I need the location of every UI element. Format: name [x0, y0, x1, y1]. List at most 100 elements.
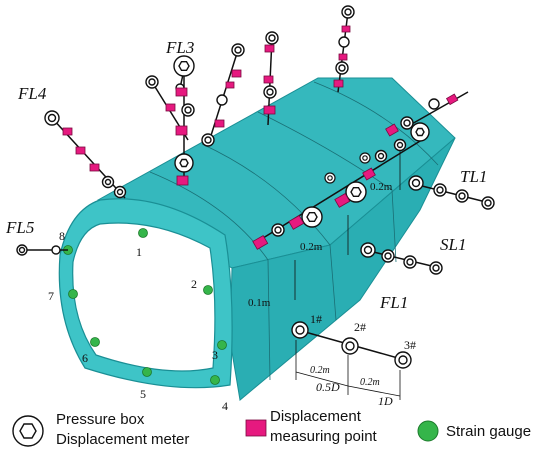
displacement-meter	[263, 85, 277, 99]
measuring-point	[341, 25, 351, 33]
displacement-meter	[393, 138, 407, 152]
measuring-point	[176, 175, 189, 186]
legend-displacement-point-2: measuring point	[270, 428, 378, 445]
measuring-point-legend-icon	[245, 419, 267, 437]
line-label-sl1: SL1	[440, 235, 466, 254]
displacement-meter	[216, 94, 228, 106]
dimension-label: 0.2m	[370, 181, 393, 193]
displacement-meter	[265, 31, 279, 45]
displacement-meter	[338, 36, 350, 48]
line-label-fl1: FL1	[379, 293, 408, 312]
displacement-meter	[231, 43, 245, 57]
measuring-point	[175, 125, 188, 136]
measuring-points	[62, 25, 459, 250]
displacement-meters	[16, 5, 495, 369]
dimension-lines	[294, 150, 401, 400]
tunnel-ring-line	[313, 81, 439, 166]
measuring-point	[225, 81, 235, 89]
measuring-point	[175, 87, 188, 97]
dimension-label: 0.1m	[248, 297, 271, 309]
displacement-meter	[271, 223, 285, 237]
strain-gauge	[217, 340, 227, 350]
displacement-meter	[113, 185, 127, 199]
measuring-point	[231, 69, 242, 78]
measuring-point	[362, 167, 376, 181]
measuring-point	[214, 119, 225, 128]
gauge-number: 7	[48, 289, 54, 303]
point-label: 1#	[310, 312, 322, 326]
displacement-meter	[16, 244, 28, 256]
displacement-meter	[360, 242, 376, 258]
displacement-meter	[51, 245, 61, 255]
legend-strain-gauge: Strain gauge	[446, 423, 531, 440]
pressure-boxes	[173, 55, 430, 228]
line-label-fl4: FL4	[17, 84, 47, 103]
displacement-meter	[403, 255, 417, 269]
line-label-tl1: TL1	[460, 167, 487, 186]
displacement-meter	[400, 116, 414, 130]
tunnel-ring-line	[149, 171, 271, 381]
dimension-label: 0.5D	[316, 380, 340, 394]
legend: Pressure box Displacement meter Displace…	[12, 408, 531, 448]
displacement-meter	[341, 337, 359, 355]
measuring-point	[264, 44, 275, 53]
gauge-number: 8	[59, 229, 65, 243]
legend-displacement-meter: Displacement meter	[56, 431, 189, 448]
displacement-meter	[341, 5, 355, 19]
diag-row-dots	[324, 152, 371, 184]
tunnel-ring-line	[201, 143, 337, 321]
measuring-point	[263, 105, 276, 115]
measuring-point	[288, 214, 305, 230]
measuring-point	[445, 93, 459, 106]
dimension-label: 0.2m	[310, 365, 330, 376]
displacement-meter	[181, 103, 195, 117]
displacement-meter	[145, 75, 159, 89]
displacement-meter	[381, 249, 395, 263]
displacement-meter	[408, 175, 424, 191]
measuring-point	[338, 53, 348, 61]
strain-gauge-legend-icon	[417, 420, 439, 442]
displacement-meter	[481, 196, 495, 210]
displacement-meter	[455, 189, 469, 203]
pressure-box	[301, 206, 323, 228]
measuring-point	[252, 234, 269, 250]
displacement-meter	[44, 110, 60, 126]
strain-gauge	[90, 337, 100, 347]
displacement-meter	[429, 261, 443, 275]
line-label-fl3: FL3	[165, 38, 194, 57]
strain-gauges	[63, 228, 227, 385]
strain-gauge	[142, 367, 152, 377]
gauge-number: 4	[222, 399, 228, 413]
displacement-meter	[374, 149, 388, 163]
dimension-label: 0.2m	[300, 241, 323, 253]
tunnel-ring-line	[257, 111, 397, 263]
pressure-box-legend-icon	[12, 415, 44, 447]
legend-pressure-box: Pressure box	[56, 411, 145, 428]
tunnel-opening	[72, 222, 216, 372]
gauge-number: 5	[140, 387, 146, 401]
gauge-number: 2	[191, 277, 197, 291]
measuring-point	[385, 123, 399, 137]
point-label: 2#	[354, 320, 366, 334]
dimension-label: 1D	[378, 394, 393, 408]
gauge-number: 6	[82, 351, 88, 365]
measuring-point	[75, 146, 86, 155]
dimension-label: 0.2m	[360, 377, 380, 388]
measuring-point	[263, 75, 274, 84]
pressure-box	[174, 153, 194, 173]
displacement-meter	[433, 183, 447, 197]
displacement-meter	[428, 98, 440, 110]
measuring-point	[334, 192, 351, 208]
displacement-meter	[335, 61, 349, 75]
gauge-number: 3	[212, 348, 218, 362]
line-label-fl5: FL5	[5, 218, 34, 237]
displacement-meter	[101, 175, 115, 189]
displacement-meter	[291, 321, 309, 339]
pressure-box	[345, 181, 367, 203]
point-label: 3#	[404, 338, 416, 352]
pressure-box	[173, 55, 195, 77]
measuring-point	[62, 127, 73, 136]
strain-gauge	[203, 285, 213, 295]
measuring-point	[89, 163, 100, 172]
